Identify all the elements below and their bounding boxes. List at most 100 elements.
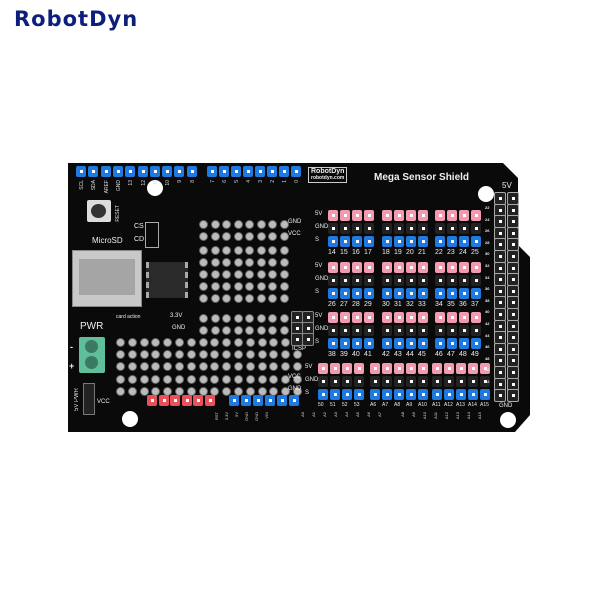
sensor-5v-pin[interactable]: [406, 363, 416, 374]
proto-hole[interactable]: [268, 282, 277, 291]
sensor-5v-pin[interactable]: [435, 262, 445, 273]
sensor-5v-pin[interactable]: [352, 210, 362, 221]
sensor-signal-pin[interactable]: [382, 338, 392, 349]
power-header-pin[interactable]: [158, 395, 169, 406]
sensor-5v-pin[interactable]: [418, 210, 428, 221]
sensor-gnd-pin[interactable]: [394, 275, 404, 286]
top-header-pin[interactable]: [267, 166, 277, 177]
sensor-signal-pin[interactable]: [328, 288, 338, 299]
proto-hole[interactable]: [233, 258, 243, 267]
sensor-gnd-pin[interactable]: [342, 376, 352, 387]
sensor-gnd-pin[interactable]: [382, 376, 392, 387]
sensor-gnd-pin[interactable]: [382, 223, 392, 234]
sensor-gnd-pin[interactable]: [418, 376, 428, 387]
sensor-gnd-pin[interactable]: [382, 325, 392, 336]
sensor-signal-pin[interactable]: [394, 288, 404, 299]
proto-hole[interactable]: [233, 314, 243, 323]
sensor-gnd-pin[interactable]: [418, 275, 428, 286]
power-terminal[interactable]: [79, 337, 105, 373]
sensor-5v-pin[interactable]: [447, 210, 457, 221]
sensor-5v-pin[interactable]: [418, 363, 428, 374]
proto-hole[interactable]: [175, 338, 184, 347]
sensor-5v-pin[interactable]: [330, 363, 340, 374]
proto-hole[interactable]: [281, 350, 291, 359]
proto-hole[interactable]: [256, 314, 266, 323]
proto-hole[interactable]: [199, 220, 208, 229]
proto-hole[interactable]: [268, 326, 277, 335]
proto-hole[interactable]: [268, 294, 277, 303]
sensor-signal-pin[interactable]: [459, 236, 469, 247]
top-header-pin[interactable]: [125, 166, 136, 177]
sensor-5v-pin[interactable]: [435, 312, 445, 323]
sensor-5v-pin[interactable]: [340, 312, 350, 323]
proto-hole[interactable]: [199, 314, 208, 323]
top-header-pin[interactable]: [231, 166, 241, 177]
sensor-5v-pin[interactable]: [447, 312, 457, 323]
proto-hole[interactable]: [245, 270, 254, 279]
power-header-pin[interactable]: [181, 395, 192, 406]
sensor-gnd-pin[interactable]: [456, 376, 466, 387]
sensor-signal-pin[interactable]: [480, 389, 490, 400]
sensor-5v-pin[interactable]: [406, 312, 416, 323]
sensor-signal-pin[interactable]: [340, 236, 350, 247]
sensor-gnd-pin[interactable]: [480, 376, 490, 387]
top-header-pin[interactable]: [149, 166, 160, 177]
proto-hole[interactable]: [257, 375, 267, 384]
proto-hole[interactable]: [199, 246, 208, 255]
proto-hole[interactable]: [116, 362, 125, 371]
sensor-signal-pin[interactable]: [418, 288, 428, 299]
top-header-pin[interactable]: [88, 166, 99, 177]
proto-hole[interactable]: [233, 270, 243, 279]
sensor-signal-pin[interactable]: [330, 389, 340, 400]
sensor-5v-pin[interactable]: [364, 312, 374, 323]
sensor-5v-pin[interactable]: [394, 363, 404, 374]
sensor-gnd-pin[interactable]: [406, 376, 416, 387]
sensor-signal-pin[interactable]: [364, 236, 374, 247]
sensor-5v-pin[interactable]: [418, 312, 428, 323]
sensor-signal-pin[interactable]: [471, 288, 481, 299]
proto-hole[interactable]: [245, 350, 255, 359]
proto-hole[interactable]: [186, 350, 196, 359]
sensor-5v-pin[interactable]: [432, 363, 442, 374]
proto-hole[interactable]: [175, 350, 184, 359]
proto-hole[interactable]: [269, 350, 279, 359]
sensor-signal-pin[interactable]: [382, 236, 392, 247]
right-header-pin[interactable]: [494, 203, 506, 217]
proto-hole[interactable]: [222, 338, 232, 347]
proto-hole[interactable]: [139, 375, 149, 384]
sensor-5v-pin[interactable]: [471, 312, 481, 323]
top-header-pin[interactable]: [291, 166, 301, 177]
proto-hole[interactable]: [199, 258, 208, 267]
sensor-5v-pin[interactable]: [352, 262, 362, 273]
sensor-signal-pin[interactable]: [406, 338, 416, 349]
sensor-5v-pin[interactable]: [459, 312, 469, 323]
sensor-5v-pin[interactable]: [394, 210, 404, 221]
proto-hole[interactable]: [233, 326, 243, 335]
sensor-signal-pin[interactable]: [340, 288, 350, 299]
proto-hole[interactable]: [233, 246, 243, 255]
sensor-gnd-pin[interactable]: [435, 325, 445, 336]
icsp-pin[interactable]: [302, 333, 314, 346]
sensor-signal-pin[interactable]: [328, 338, 338, 349]
sensor-signal-pin[interactable]: [418, 338, 428, 349]
proto-hole[interactable]: [163, 362, 173, 371]
sensor-signal-pin[interactable]: [364, 288, 374, 299]
sensor-5v-pin[interactable]: [406, 210, 416, 221]
sensor-5v-pin[interactable]: [394, 312, 404, 323]
proto-hole[interactable]: [116, 375, 125, 384]
top-header-pin[interactable]: [279, 166, 289, 177]
sensor-signal-pin[interactable]: [447, 236, 457, 247]
proto-hole[interactable]: [222, 220, 231, 229]
sensor-5v-pin[interactable]: [382, 312, 392, 323]
top-header-pin[interactable]: [100, 166, 111, 177]
proto-hole[interactable]: [269, 375, 279, 384]
sensor-gnd-pin[interactable]: [406, 275, 416, 286]
sensor-signal-pin[interactable]: [406, 288, 416, 299]
sensor-signal-pin[interactable]: [394, 236, 404, 247]
top-header-pin[interactable]: [219, 166, 229, 177]
proto-hole[interactable]: [269, 362, 279, 371]
sensor-gnd-pin[interactable]: [340, 275, 350, 286]
sensor-gnd-pin[interactable]: [435, 275, 445, 286]
top-header-pin[interactable]: [243, 166, 253, 177]
power-header-pin[interactable]: [147, 395, 157, 406]
